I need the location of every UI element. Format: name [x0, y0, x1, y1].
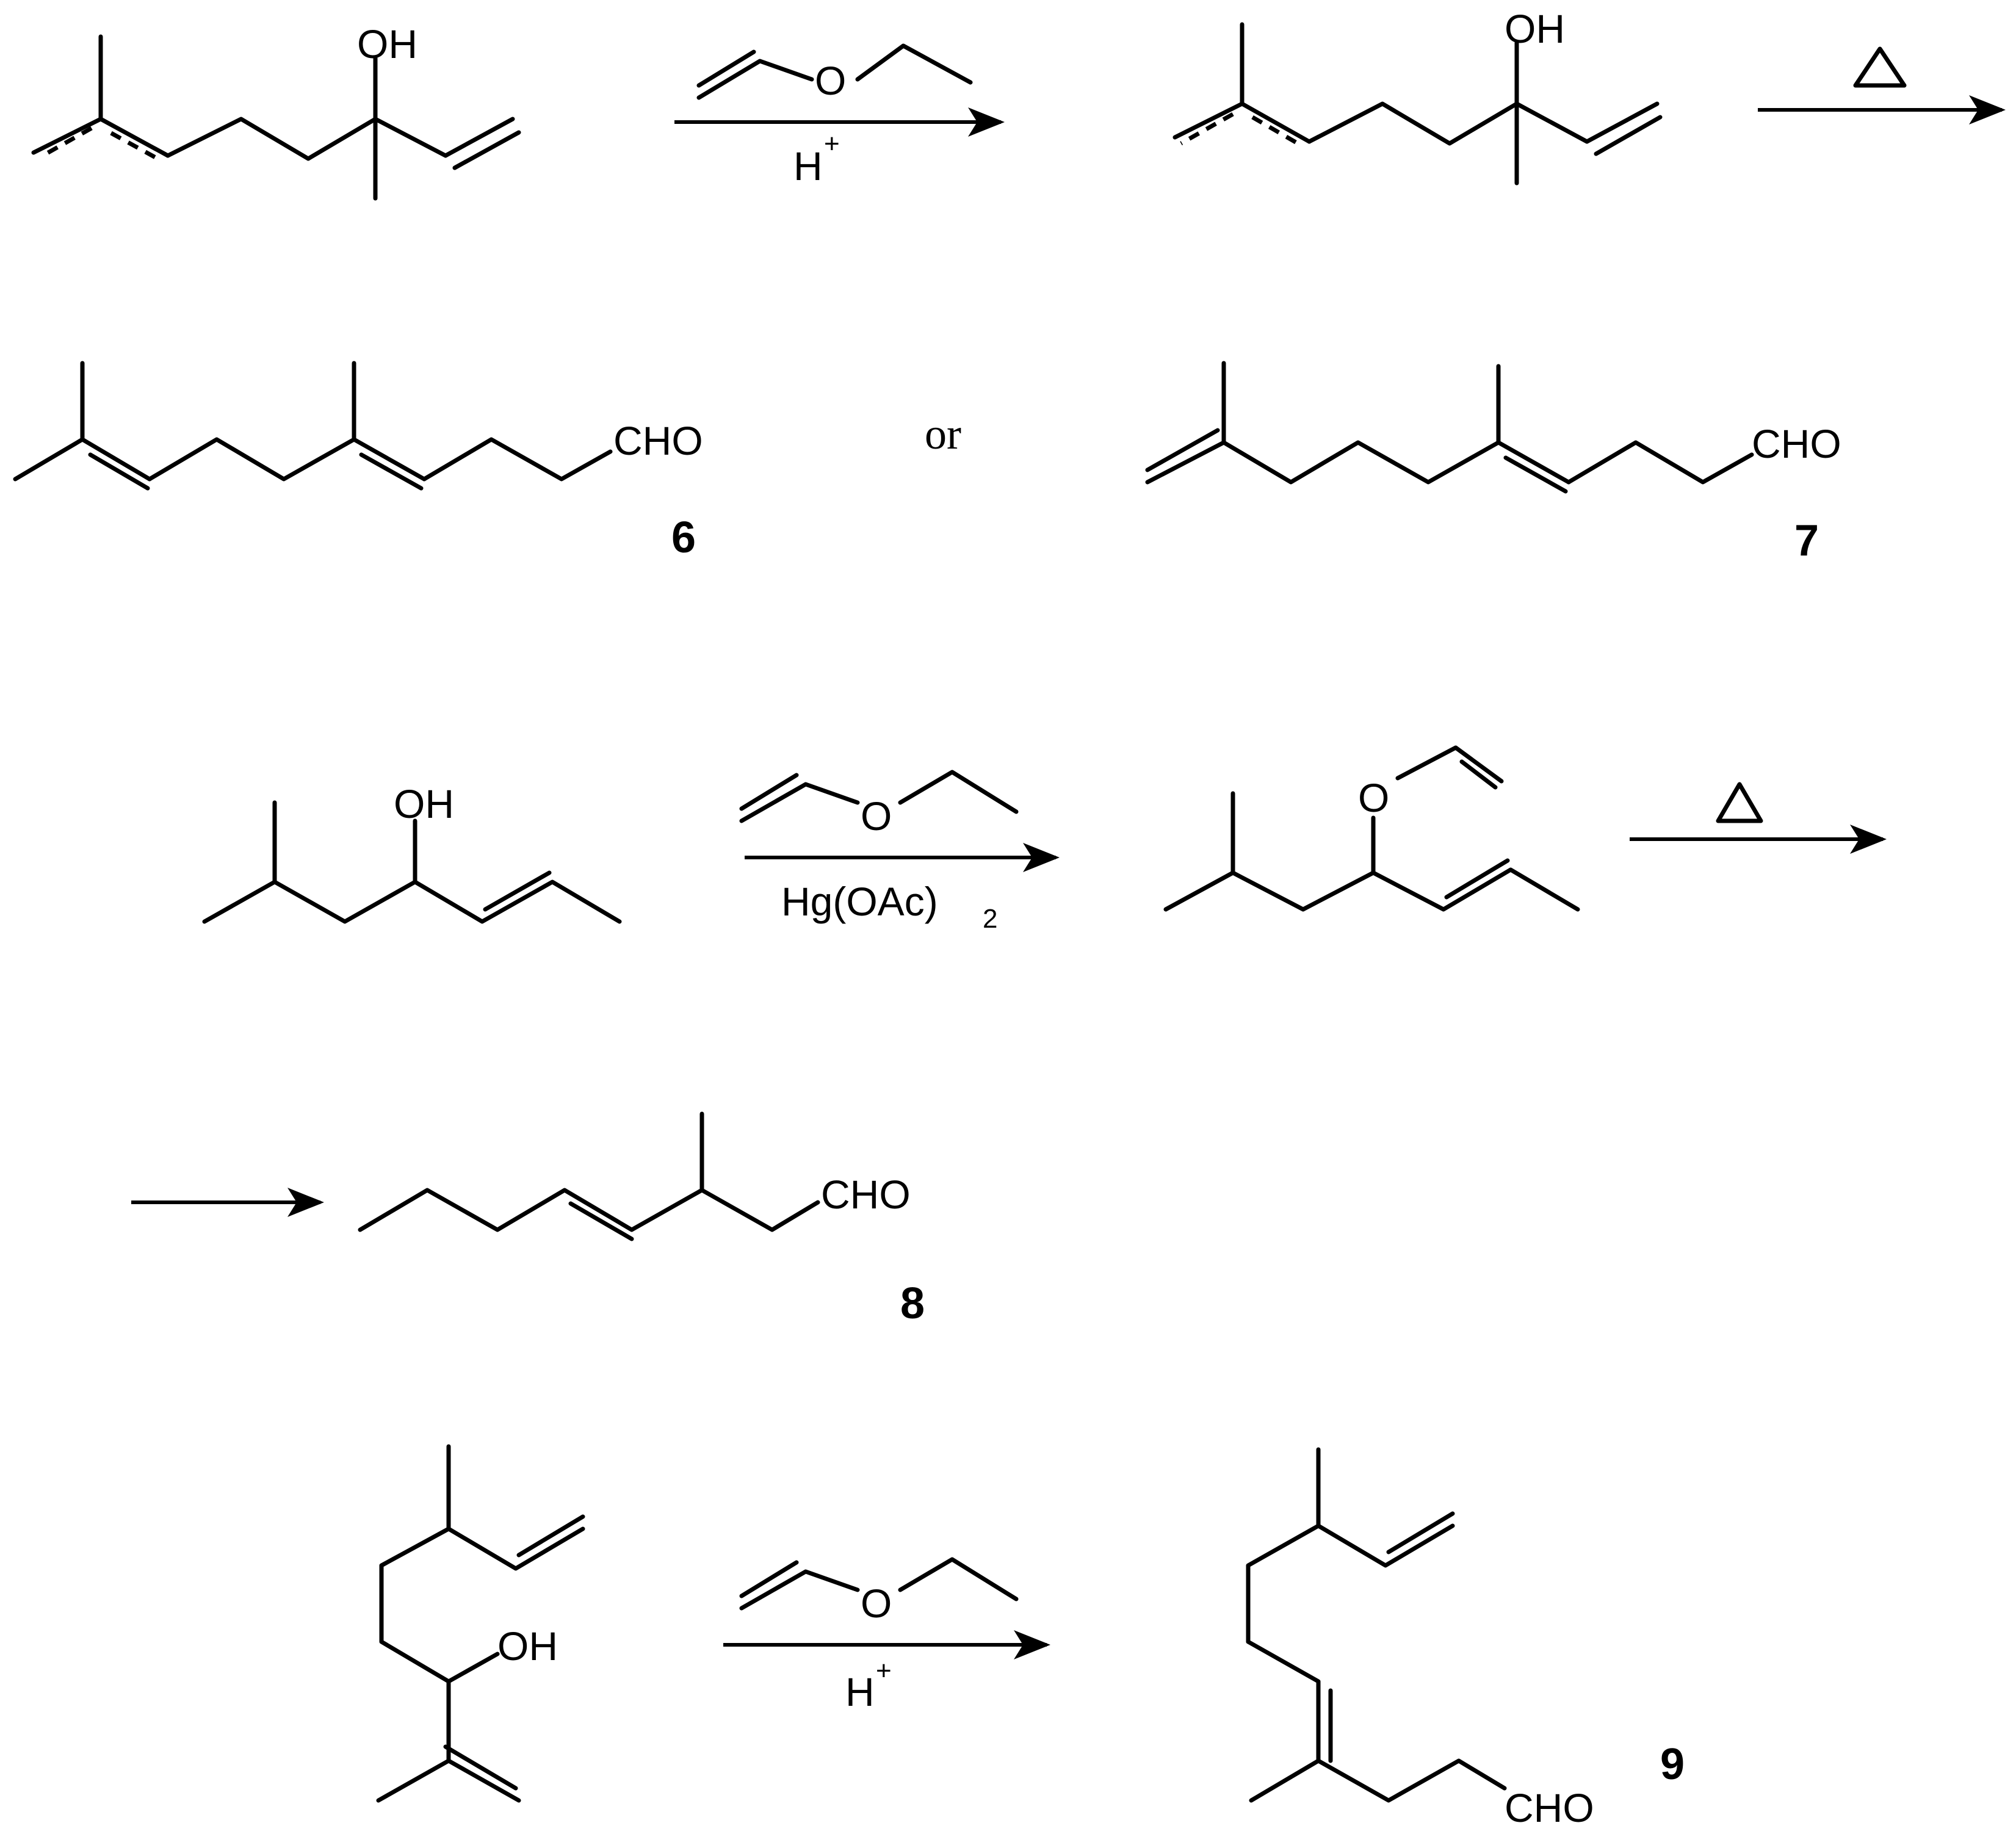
compound-9-label: 9 — [1660, 1740, 1685, 1789]
compound-6-label: 6 — [671, 513, 696, 562]
aldehyde-label: CHO — [613, 418, 703, 463]
starting-alcohol-3: OH — [376, 1444, 585, 1803]
compound-7-label: 7 — [1794, 516, 1819, 565]
ether-oxygen-label: O — [861, 793, 892, 839]
product-9: CHO 9 — [1246, 1447, 1685, 1830]
reaction-arrow-1: O H + — [674, 43, 1005, 189]
product-8: CHO 8 — [358, 1111, 925, 1328]
aldehyde-label: CHO — [1505, 1785, 1594, 1830]
heat-arrow-1 — [1758, 46, 2006, 125]
acid-charge-label: + — [876, 1656, 892, 1686]
hydroxyl-label: OH — [1505, 6, 1565, 51]
or-label: or — [925, 410, 961, 458]
hydroxyl-label: OH — [394, 781, 454, 826]
acid-label: H — [845, 1669, 875, 1714]
reaction-arrow-3: O H + — [723, 1557, 1050, 1714]
acid-label: H — [793, 143, 823, 189]
aldehyde-label: CHO — [1752, 421, 1841, 466]
catalyst-label: Hg(OAc) — [781, 879, 938, 924]
intermediate-alcohol-1: OH — [1172, 6, 1663, 186]
ether-oxygen-label: O — [1358, 775, 1389, 820]
aldehyde-label: CHO — [821, 1172, 911, 1217]
hydroxyl-label: OH — [357, 21, 417, 67]
starting-alcohol-1: OH — [31, 21, 521, 201]
product-7: CHO 7 — [1145, 361, 1841, 565]
product-6: CHO 6 — [13, 361, 703, 562]
ether-oxygen-label: O — [815, 58, 846, 103]
ether-oxygen-label: O — [861, 1581, 892, 1626]
reaction-arrow-2: O Hg(OAc) 2 — [739, 770, 1060, 934]
hydroxyl-label: OH — [497, 1623, 558, 1669]
starting-alcohol-2: OH — [202, 781, 622, 924]
acid-charge-label: + — [824, 129, 840, 159]
catalyst-subscript-label: 2 — [983, 904, 997, 934]
compound-8-label: 8 — [900, 1279, 925, 1328]
heat-arrow-2 — [1630, 782, 1887, 854]
allyl-vinyl-ether: O — [1163, 745, 1580, 912]
